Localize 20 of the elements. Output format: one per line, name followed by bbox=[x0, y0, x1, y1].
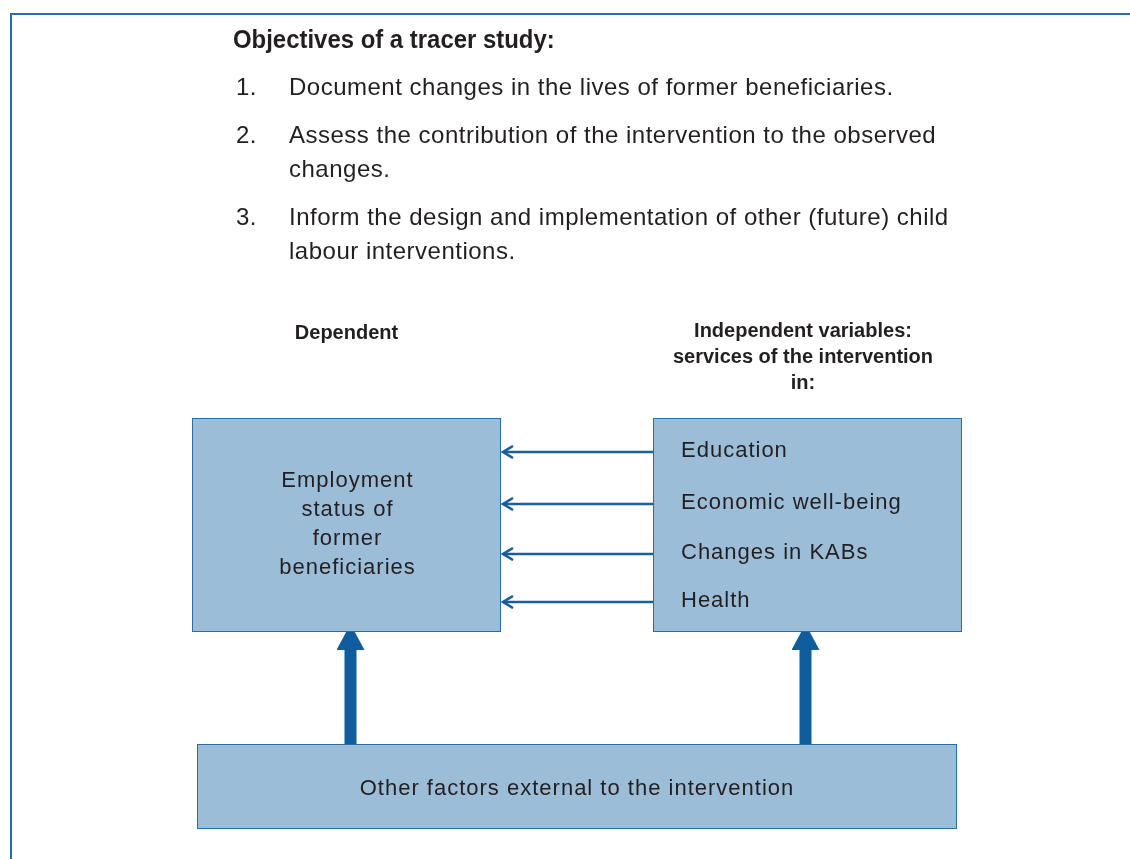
list-entry: Education bbox=[681, 436, 788, 464]
list-item-text: Assess the contribution of the intervention to the observed changes. bbox=[289, 120, 938, 184]
column-heading: Independent variables: services of the intervention in: bbox=[671, 318, 935, 395]
arrow bbox=[501, 444, 653, 460]
list-number: 3. bbox=[236, 203, 257, 231]
arrow bbox=[501, 546, 653, 562]
box-text: Other factors external to the intervention bbox=[358, 774, 796, 802]
list-item-text: Document changes in the lives of former beneficiaries. bbox=[289, 72, 895, 102]
list-number: 1. bbox=[236, 73, 257, 101]
box-text: Employment status of former beneficiaries bbox=[278, 466, 417, 581]
arrow bbox=[501, 594, 653, 610]
list-item-text: Inform the design and implementation of other (future) child labour interventions. bbox=[289, 202, 950, 266]
list-entry: Changes in KABs bbox=[681, 538, 869, 566]
title: Objectives of a tracer study: bbox=[233, 24, 555, 55]
column-heading: Dependent bbox=[293, 320, 400, 345]
list-entry: Health bbox=[681, 586, 751, 614]
list-number: 2. bbox=[236, 121, 257, 149]
arrow bbox=[501, 496, 653, 512]
list-entry: Economic well-being bbox=[681, 488, 902, 516]
process-box bbox=[197, 744, 957, 829]
